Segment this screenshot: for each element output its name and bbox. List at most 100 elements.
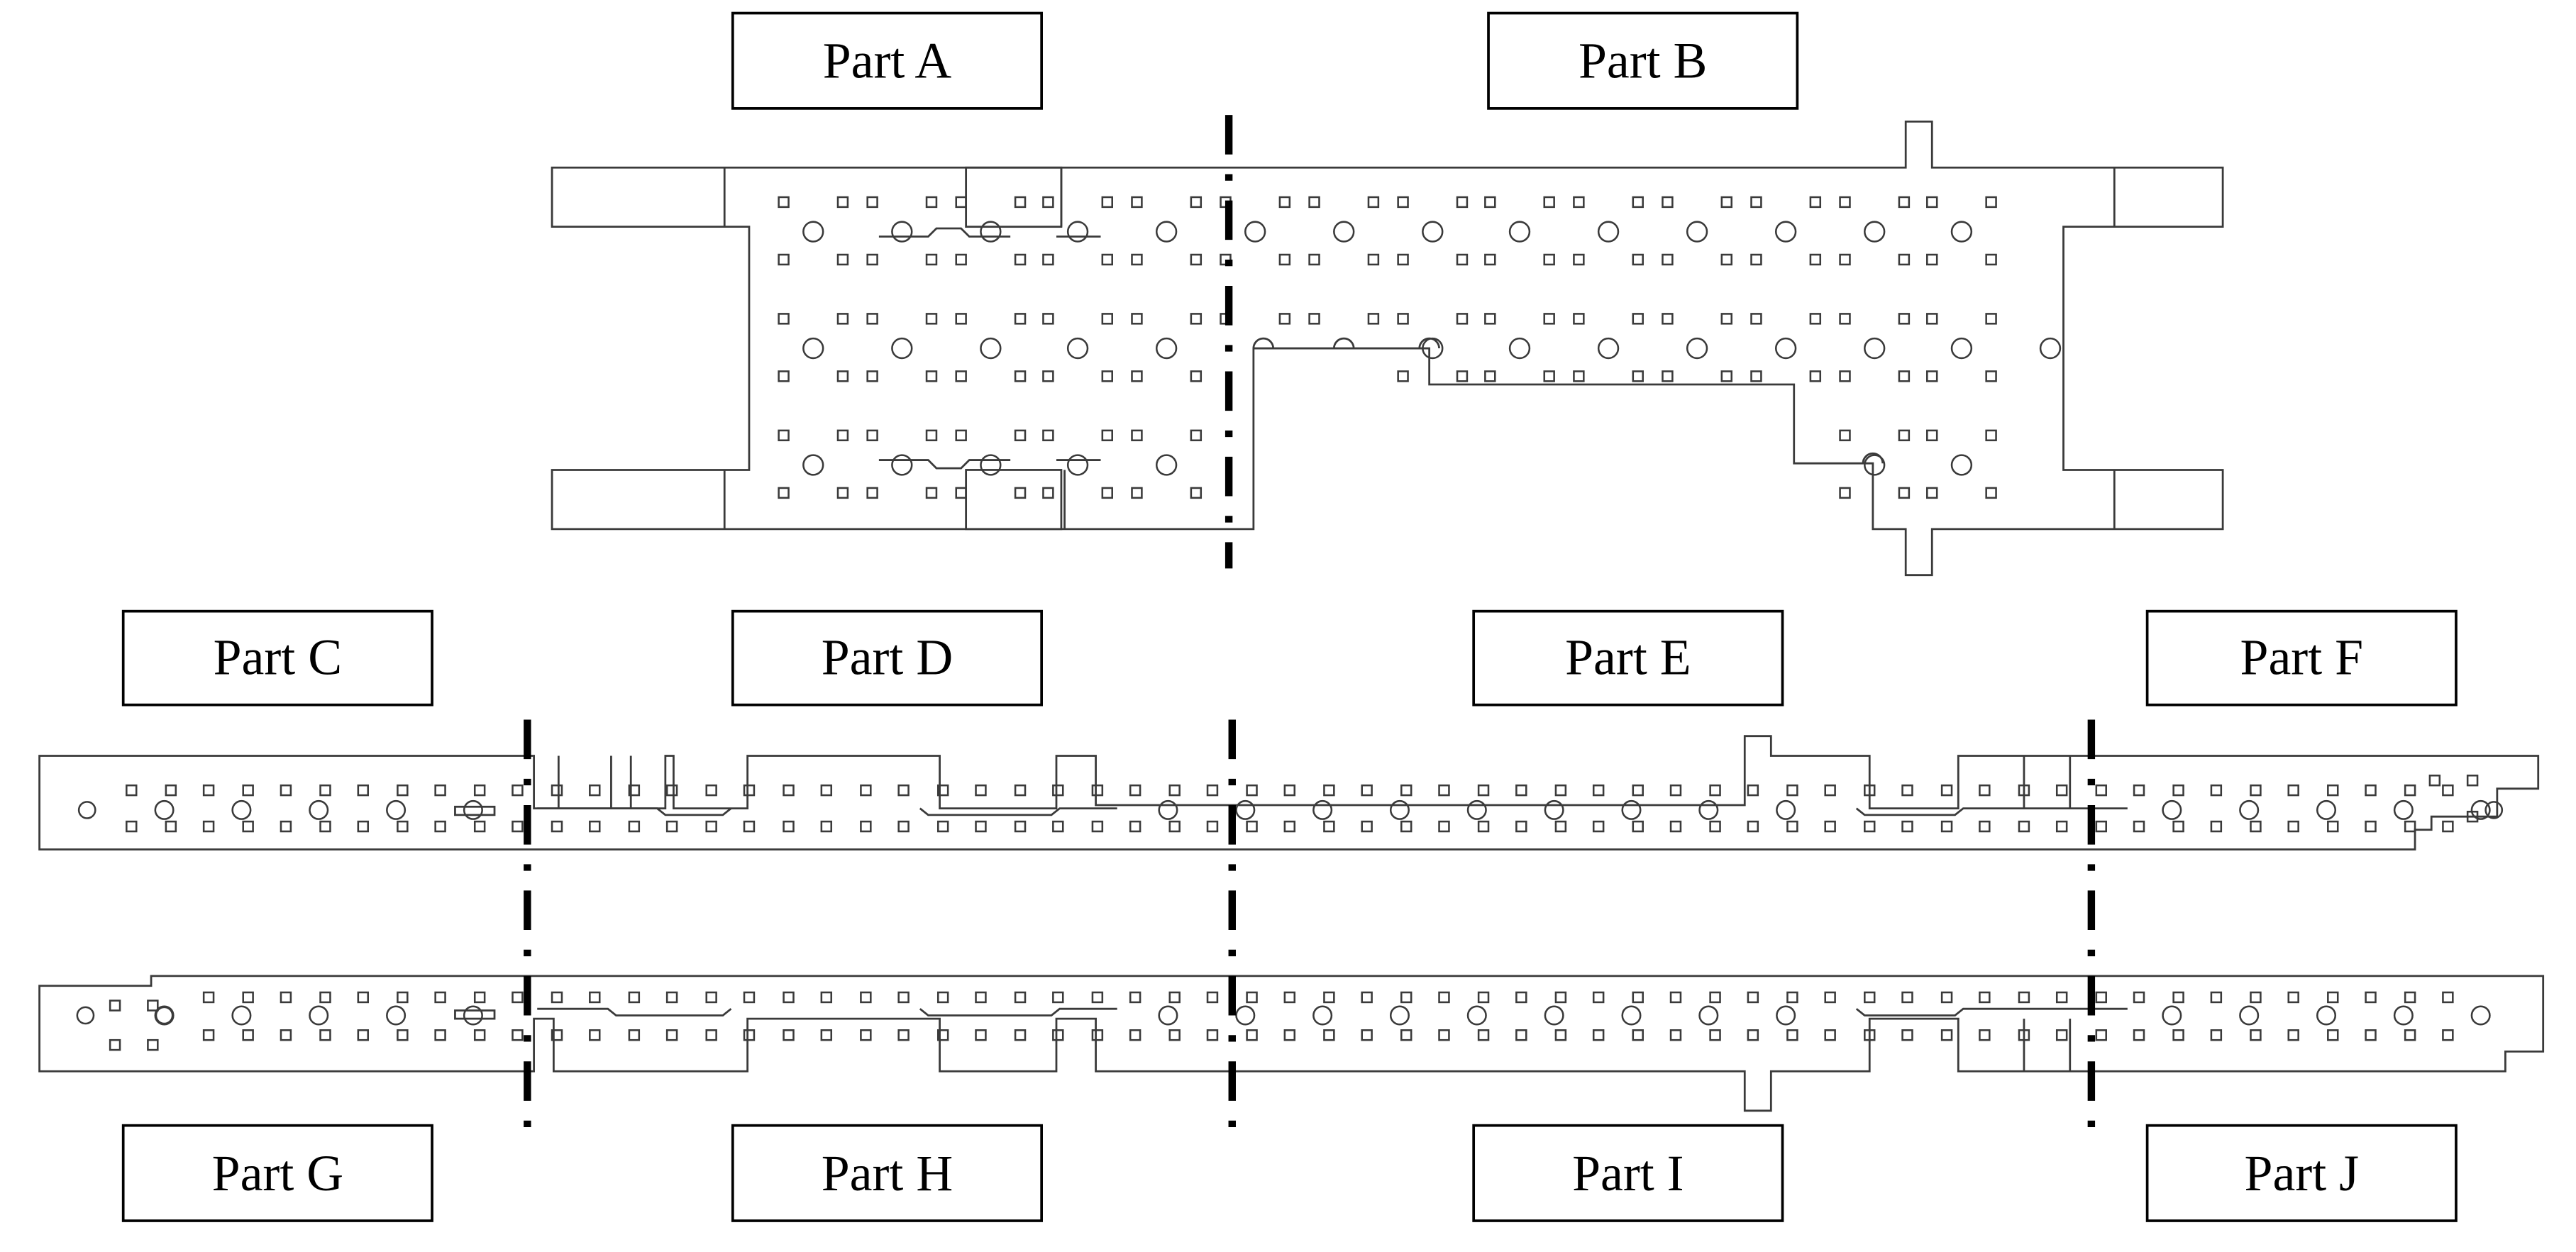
- square-hole: [1709, 820, 1721, 833]
- square-hole: [1720, 253, 1733, 266]
- square-hole: [397, 1029, 409, 1041]
- middle-strip-holes: [77, 775, 2504, 833]
- square-hole: [1014, 313, 1027, 325]
- divider-lines: [524, 115, 2096, 1141]
- round-hole: [1066, 337, 1089, 360]
- square-hole: [2365, 991, 2377, 1004]
- square-hole: [1592, 820, 1605, 833]
- square-hole: [2172, 1029, 2184, 1041]
- square-hole: [1824, 1029, 1836, 1041]
- square-hole: [2210, 1029, 2223, 1041]
- square-hole: [955, 196, 967, 209]
- round-hole: [2239, 1005, 2260, 1026]
- top-panel-holes: [778, 196, 2062, 499]
- square-hole: [2210, 820, 2223, 833]
- square-hole: [665, 820, 678, 833]
- round-hole: [891, 337, 913, 360]
- square-hole: [1926, 313, 1938, 325]
- square-hole: [820, 1029, 833, 1041]
- square-hole: [2172, 820, 2184, 833]
- square-hole: [1477, 1029, 1490, 1041]
- square-hole: [397, 991, 409, 1004]
- square-hole: [1985, 196, 1997, 209]
- square-hole: [1554, 1029, 1567, 1041]
- svg-text:Part G: Part G: [212, 1145, 343, 1202]
- square-hole: [2327, 820, 2339, 833]
- square-hole: [866, 313, 878, 325]
- square-hole: [1750, 370, 1762, 382]
- square-hole: [1101, 253, 1113, 266]
- round-hole: [309, 1005, 329, 1026]
- square-hole: [1979, 784, 1991, 797]
- square-hole: [897, 1029, 910, 1041]
- round-hole: [1155, 221, 1178, 243]
- square-hole: [1397, 313, 1409, 325]
- square-hole: [860, 991, 872, 1004]
- round-hole: [891, 454, 913, 476]
- square-hole: [1662, 313, 1674, 325]
- square-hole: [925, 196, 938, 209]
- label-part-i: Part I: [1472, 1124, 1784, 1222]
- label-part-j: Part J: [2145, 1124, 2458, 1222]
- square-hole: [1632, 784, 1644, 797]
- square-hole: [743, 1029, 756, 1041]
- square-hole: [202, 991, 215, 1004]
- round-hole: [1686, 337, 1708, 360]
- square-hole: [1720, 196, 1733, 209]
- label-part-g: Part G: [121, 1124, 433, 1222]
- square-hole: [1709, 1029, 1721, 1041]
- square-hole: [2442, 1029, 2454, 1041]
- square-hole: [1361, 784, 1373, 797]
- round-hole: [980, 454, 1002, 476]
- square-hole: [628, 784, 641, 797]
- square-hole: [2404, 991, 2416, 1004]
- square-hole: [1839, 370, 1851, 382]
- square-hole: [1940, 991, 1953, 1004]
- square-hole: [1323, 784, 1335, 797]
- square-hole: [897, 820, 910, 833]
- square-hole: [778, 370, 790, 382]
- square-hole: [1926, 487, 1938, 499]
- square-hole: [628, 820, 641, 833]
- square-hole: [975, 1029, 987, 1041]
- square-hole: [2250, 991, 2262, 1004]
- round-hole: [1312, 799, 1333, 820]
- square-hole: [936, 1029, 949, 1041]
- square-hole: [589, 820, 601, 833]
- square-hole: [1985, 429, 1997, 442]
- square-hole: [2250, 1029, 2262, 1041]
- round-hole: [1155, 337, 1178, 360]
- square-hole: [2287, 1029, 2299, 1041]
- round-hole: [1621, 799, 1642, 820]
- round-hole: [77, 801, 96, 819]
- square-hole: [1456, 370, 1469, 382]
- square-hole: [2327, 784, 2339, 797]
- square-hole: [1926, 196, 1938, 209]
- round-hole: [231, 1005, 252, 1026]
- square-hole: [589, 991, 601, 1004]
- square-hole: [1190, 253, 1203, 266]
- square-hole: [778, 313, 790, 325]
- square-hole: [1864, 820, 1876, 833]
- square-hole: [2210, 991, 2223, 1004]
- square-hole: [473, 784, 486, 797]
- label-part-f: Part F: [2145, 609, 2458, 707]
- square-hole: [1824, 991, 1836, 1004]
- square-hole: [1397, 196, 1409, 209]
- square-hole: [147, 1038, 159, 1051]
- square-hole: [1129, 784, 1141, 797]
- square-hole: [1042, 429, 1054, 442]
- square-hole: [955, 253, 967, 266]
- square-hole: [1361, 820, 1373, 833]
- square-hole: [2133, 1029, 2145, 1041]
- square-hole: [1400, 820, 1413, 833]
- square-hole: [202, 1029, 215, 1041]
- square-hole: [820, 991, 833, 1004]
- round-hole: [2039, 337, 2062, 360]
- square-hole: [2055, 784, 2068, 797]
- square-hole: [1397, 253, 1409, 266]
- square-hole: [1484, 196, 1496, 209]
- label-part-c: Part C: [121, 609, 433, 707]
- square-hole: [1091, 784, 1104, 797]
